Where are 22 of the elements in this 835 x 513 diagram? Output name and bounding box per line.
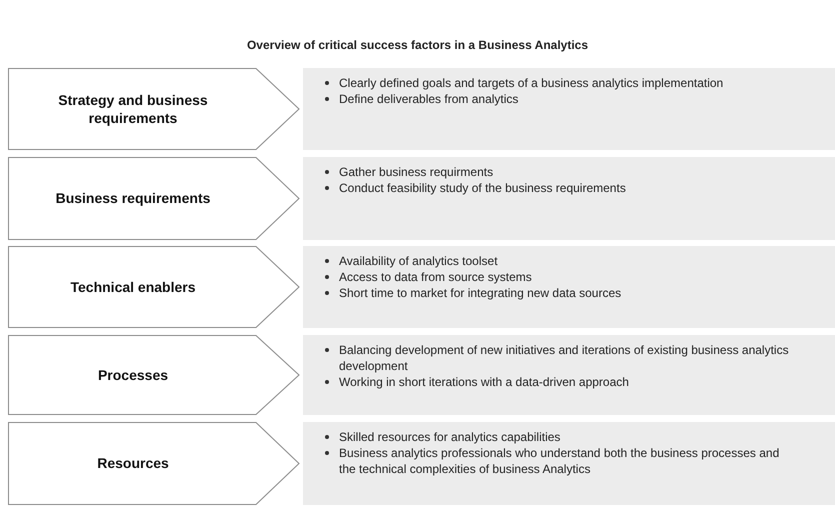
bullet-text: Working in short iterations with a data-driven approach bbox=[339, 374, 629, 391]
bullet-panel bbox=[303, 68, 835, 150]
category-label: Strategy and business requirements bbox=[57, 90, 209, 128]
bullet-text: Skilled resources for analytics capabilities bbox=[339, 429, 560, 446]
category-label: Resources bbox=[97, 454, 169, 473]
bullet-panel bbox=[303, 157, 835, 240]
bullet-text: Clearly defined goals and targets of a business analytics implementation bbox=[339, 75, 724, 92]
bullet-panel bbox=[303, 335, 835, 415]
bullet-text: Availability of analytics toolset bbox=[339, 253, 498, 270]
category-label: Processes bbox=[98, 366, 168, 384]
bullet-text: Business analytics professionals who understand both the business processes and the technical complexities of business Analytics bbox=[339, 445, 780, 478]
diagram-title: Overview of critical success factors in a Business Analytics bbox=[246, 37, 590, 54]
bullet-text: Access to data from source systems bbox=[339, 269, 532, 286]
category-label: Business requirements bbox=[56, 189, 210, 208]
bullet-text: Short time to market for integrating new data sources bbox=[339, 285, 622, 302]
category-label: Technical enablers bbox=[70, 278, 196, 296]
bullet-text: Define deliverables from analytics bbox=[339, 91, 518, 108]
bullet-text: Conduct feasibility study of the business requirements bbox=[339, 180, 626, 196]
bullet-panel bbox=[303, 246, 835, 328]
bullet-text: Gather business requirments bbox=[339, 164, 494, 180]
bullet-text: Balancing development of new initiatives and iterations of existing business analytics development bbox=[339, 342, 790, 374]
bullet-panel bbox=[303, 422, 835, 505]
